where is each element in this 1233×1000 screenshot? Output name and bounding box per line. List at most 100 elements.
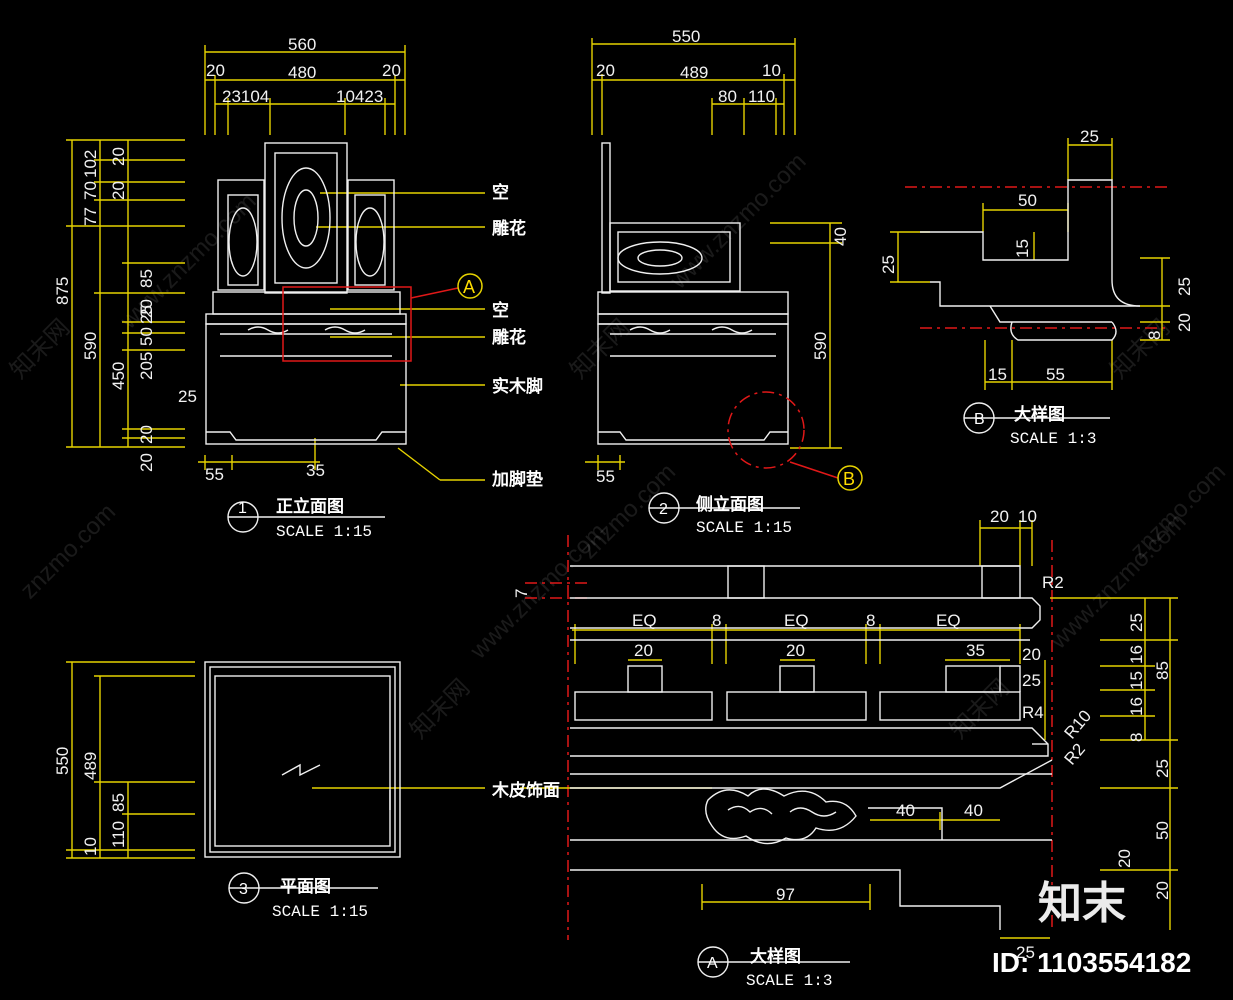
dim-8: 8 bbox=[1127, 733, 1146, 742]
detail-a-view: 20 10 7 R2 EQ 8 EQ 8 EQ 20 20 35 20 25 R… bbox=[491, 507, 1178, 990]
dim-25: 25 bbox=[1127, 613, 1146, 632]
detail-b-view: 25 50 15 25 25 20 8 15 55 B 大样图 SCALE 1:… bbox=[879, 127, 1194, 448]
side-elevation-title: 侧立面图 bbox=[696, 494, 764, 515]
dim-15: 15 bbox=[1013, 239, 1032, 258]
dim-16: 16 bbox=[1127, 645, 1146, 664]
plan-title: 平面图 bbox=[280, 877, 331, 897]
dim-25: 25 bbox=[178, 387, 197, 406]
dim-50: 50 bbox=[1018, 191, 1037, 210]
dim-20: 20 bbox=[1153, 881, 1172, 900]
dim-25: 25 bbox=[137, 305, 156, 324]
dim-590: 590 bbox=[81, 332, 100, 360]
watermark-text: 知末网 bbox=[945, 674, 1015, 744]
dim-8: 8 bbox=[712, 611, 721, 630]
callout-hollow: 空 bbox=[492, 182, 509, 203]
front-elevation-title: 正立面图 bbox=[276, 496, 344, 517]
dim-23104: 23104 bbox=[222, 87, 269, 106]
view-number: 1 bbox=[238, 500, 247, 517]
view-number: A bbox=[707, 955, 718, 972]
dim-20: 20 bbox=[137, 453, 156, 472]
dim-70: 70 bbox=[81, 181, 100, 200]
dim-8: 8 bbox=[866, 611, 875, 630]
dim-20: 20 bbox=[206, 61, 225, 80]
dim-8: 8 bbox=[1145, 331, 1164, 340]
callout-wood-veneer: 木皮饰面 bbox=[491, 780, 560, 801]
watermark-text: znzmo.com bbox=[1125, 458, 1231, 564]
dim-20: 20 bbox=[1175, 313, 1194, 332]
watermark-text: www.znzmo.com bbox=[464, 518, 611, 665]
callout-carving: 雕花 bbox=[492, 218, 526, 239]
dim-r2: R2 bbox=[1042, 573, 1064, 592]
dim-55: 55 bbox=[205, 465, 224, 484]
dim-25: 25 bbox=[1175, 277, 1194, 296]
detail-b-title: 大样图 bbox=[1014, 404, 1065, 425]
dim-80: 80 bbox=[718, 87, 737, 106]
dim-10423: 10423 bbox=[336, 87, 383, 106]
view-number: B bbox=[974, 411, 985, 428]
dim-20: 20 bbox=[382, 61, 401, 80]
side-elevation-view: B 550 20 489 10 80 110 40 590 55 2 侧立面图 … bbox=[585, 27, 863, 537]
dim-50: 50 bbox=[137, 327, 156, 346]
dim-85: 85 bbox=[1153, 661, 1172, 680]
callout-foot-pad: 加脚垫 bbox=[491, 469, 543, 490]
dim-489: 489 bbox=[81, 752, 100, 780]
dim-40: 40 bbox=[896, 801, 915, 820]
dim-205: 205 bbox=[137, 352, 156, 380]
dim-25: 25 bbox=[1080, 127, 1099, 146]
dim-20: 20 bbox=[109, 147, 128, 166]
dim-25: 25 bbox=[1016, 943, 1035, 962]
detail-a-tag: A bbox=[463, 277, 475, 297]
watermark-text: www.znzmo.com bbox=[664, 148, 811, 295]
dim-15: 15 bbox=[988, 365, 1007, 384]
dim-480: 480 bbox=[288, 63, 316, 82]
view-number: 2 bbox=[659, 501, 668, 518]
side-elevation-scale: SCALE 1:15 bbox=[696, 519, 792, 537]
dim-489: 489 bbox=[680, 63, 708, 82]
dim-110: 110 bbox=[748, 87, 775, 106]
dim-eq: EQ bbox=[936, 611, 961, 630]
dim-85: 85 bbox=[137, 269, 156, 288]
dim-55: 55 bbox=[1046, 365, 1065, 384]
brand-logo: 知末 bbox=[1038, 878, 1126, 929]
dim-10: 10 bbox=[762, 61, 781, 80]
dim-35: 35 bbox=[306, 461, 325, 480]
dim-20: 20 bbox=[109, 181, 128, 200]
callout-hollow: 空 bbox=[492, 300, 509, 321]
dim-40: 40 bbox=[964, 801, 983, 820]
dim-eq: EQ bbox=[784, 611, 809, 630]
dim-10: 10 bbox=[1018, 507, 1037, 526]
dim-20: 20 bbox=[137, 299, 156, 318]
dim-50: 50 bbox=[1153, 821, 1172, 840]
dim-r2: R2 bbox=[1061, 740, 1090, 769]
dim-20: 20 bbox=[990, 507, 1009, 526]
dim-550: 550 bbox=[53, 747, 72, 775]
dim-20: 20 bbox=[596, 61, 615, 80]
image-id: ID: 1103554182 bbox=[992, 947, 1191, 978]
dim-25: 25 bbox=[1153, 759, 1172, 778]
detail-a-scale: SCALE 1:3 bbox=[746, 972, 832, 990]
dim-eq: EQ bbox=[632, 611, 657, 630]
dim-40: 40 bbox=[831, 227, 850, 246]
dim-16: 16 bbox=[1127, 697, 1146, 716]
detail-b-tag: B bbox=[843, 469, 855, 489]
dim-20: 20 bbox=[137, 425, 156, 444]
dim-7: 7 bbox=[512, 589, 531, 598]
dim-20: 20 bbox=[634, 641, 653, 660]
dim-875: 875 bbox=[53, 277, 72, 305]
plan-scale: SCALE 1:15 bbox=[272, 903, 368, 921]
view-number: 3 bbox=[239, 881, 248, 898]
watermark-text: 知末网 bbox=[565, 314, 635, 384]
dim-560: 560 bbox=[288, 35, 316, 54]
dim-35: 35 bbox=[966, 641, 985, 660]
front-elevation-scale: SCALE 1:15 bbox=[276, 523, 372, 541]
watermark-text: 知末网 bbox=[405, 674, 475, 744]
callout-carving: 雕花 bbox=[492, 327, 526, 348]
plan-view: 550 489 110 85 10 3 平面图 SCALE 1:15 bbox=[53, 661, 485, 921]
dim-25: 25 bbox=[1022, 671, 1041, 690]
detail-a-title: 大样图 bbox=[750, 946, 801, 967]
dim-25: 25 bbox=[879, 255, 898, 274]
dim-450: 450 bbox=[109, 362, 128, 390]
dim-550: 550 bbox=[672, 27, 700, 46]
dim-110: 110 bbox=[109, 821, 128, 848]
